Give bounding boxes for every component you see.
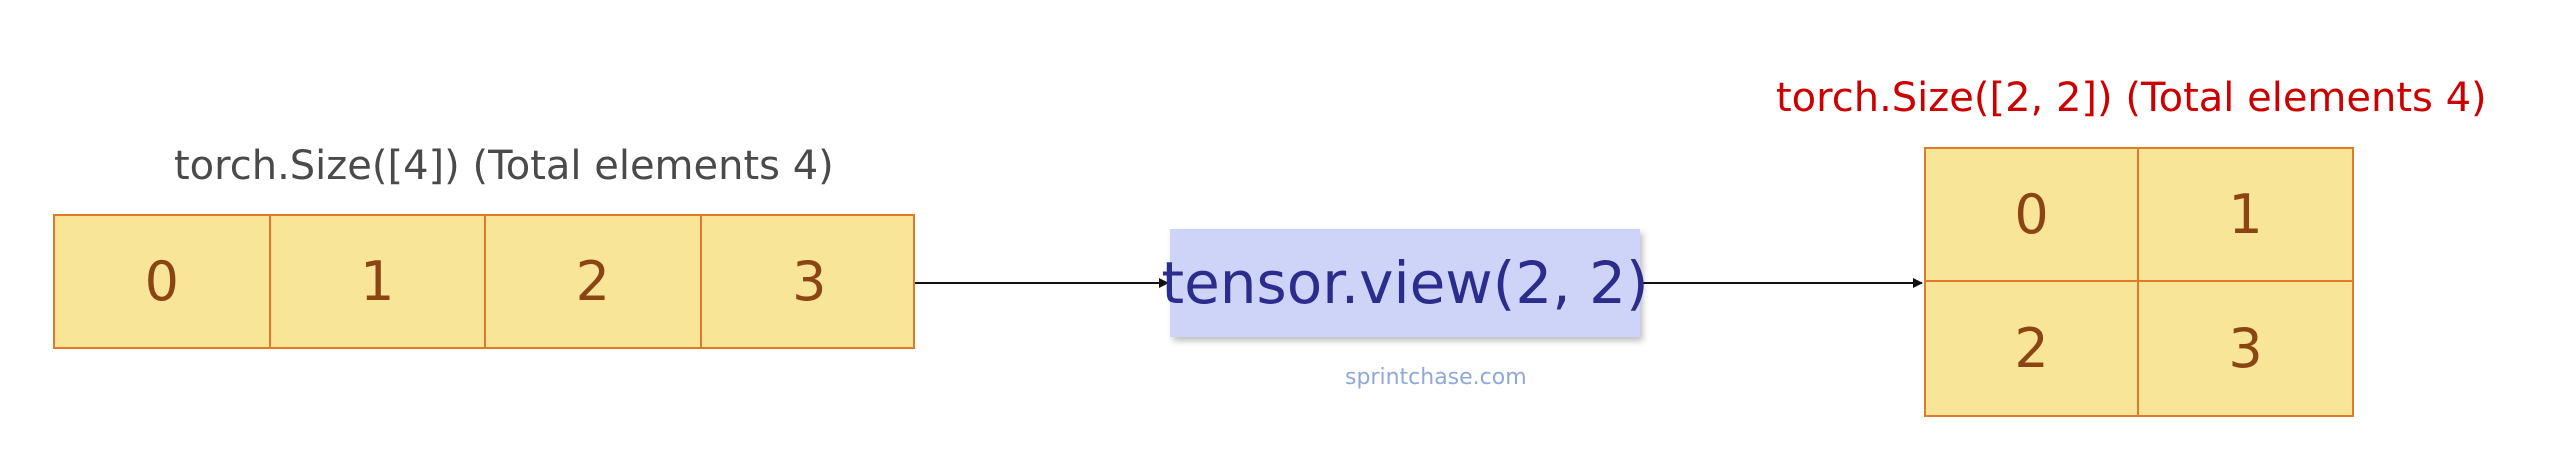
output-cell-1-1: 3	[2228, 317, 2263, 380]
view-operation-label: tensor.view(2, 2)	[1161, 249, 1649, 317]
view-operation-box: tensor.view(2, 2)	[1161, 229, 1649, 337]
output-shape-label: torch.Size([2, 2]) (Total elements 4)	[1776, 75, 2487, 121]
input-cell-0: 0	[55, 216, 271, 347]
watermark: sprintchase.com	[1345, 365, 1527, 390]
input-cell-1: 1	[271, 216, 486, 347]
input-shape-label: torch.Size([4]) (Total elements 4)	[174, 143, 834, 189]
input-tensor: 0 1 2 3	[53, 214, 915, 349]
output-cell-1-0: 2	[1926, 282, 2139, 415]
input-cell-3: 3	[792, 250, 827, 313]
output-cell-0-0: 0	[1926, 149, 2139, 282]
output-tensor: 0 1 2 3	[1924, 147, 2354, 417]
output-cell-0-1: 1	[2139, 149, 2352, 282]
input-cell-2: 2	[486, 216, 702, 347]
